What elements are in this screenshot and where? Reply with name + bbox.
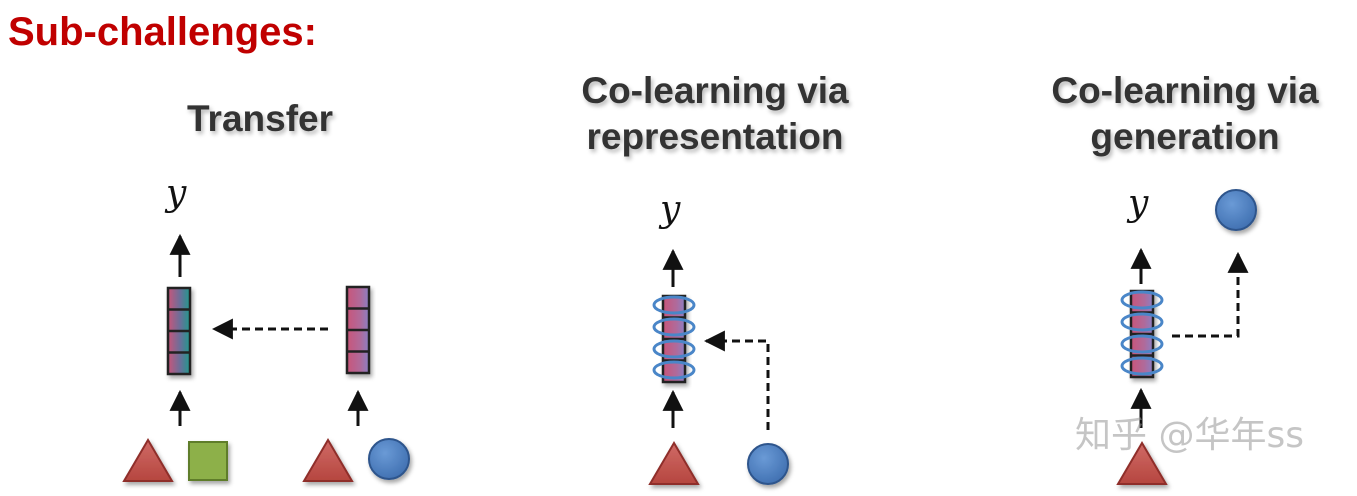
coil-icon	[652, 295, 696, 380]
panel-transfer-title-line-1: Transfer	[187, 98, 334, 139]
panel-representation-title-line-2: representation	[586, 116, 844, 157]
panel-representation-title-line-1: Co-learning via	[581, 70, 849, 111]
panel-transfer-title: Transfer	[187, 96, 333, 142]
square-modality-icon	[188, 441, 228, 481]
panel-transfer-diagram	[122, 233, 410, 482]
feature-vector-shared	[661, 294, 687, 384]
panel-generation-title-line-1: Co-learning via	[1051, 70, 1319, 111]
panel-transfer-output-label: y	[166, 173, 187, 214]
panel-generation-title-line-2: generation	[1090, 116, 1280, 157]
slide-heading: Sub-challenges:	[8, 10, 317, 54]
watermark-text: 知乎 @华年ss	[1075, 415, 1304, 456]
circle-modality-icon	[747, 443, 789, 485]
triangle-modality-icon	[122, 438, 174, 482]
panel-generation-output-label: y	[1128, 183, 1149, 224]
co-learning-dashed-arrow	[703, 330, 770, 430]
panel-representation-output-label: y	[660, 189, 681, 230]
triangle-modality-icon	[648, 441, 700, 485]
panel-generation-diagram	[1116, 189, 1257, 485]
generation-dashed-arrow	[1172, 251, 1249, 338]
coil-icon	[1120, 290, 1164, 376]
feature-vector-shared	[1129, 289, 1155, 379]
panel-generation-title: Co-learning via generation	[1040, 68, 1330, 160]
circle-modality-icon	[368, 438, 410, 480]
feature-vector-target	[166, 286, 192, 376]
triangle-modality-icon	[1116, 441, 1168, 485]
panel-representation-title: Co-learning via representation	[570, 68, 860, 160]
circle-modality-icon	[1215, 189, 1257, 231]
triangle-modality-icon	[302, 438, 354, 482]
panel-representation-diagram	[648, 248, 789, 485]
feature-vector-source	[345, 285, 371, 375]
